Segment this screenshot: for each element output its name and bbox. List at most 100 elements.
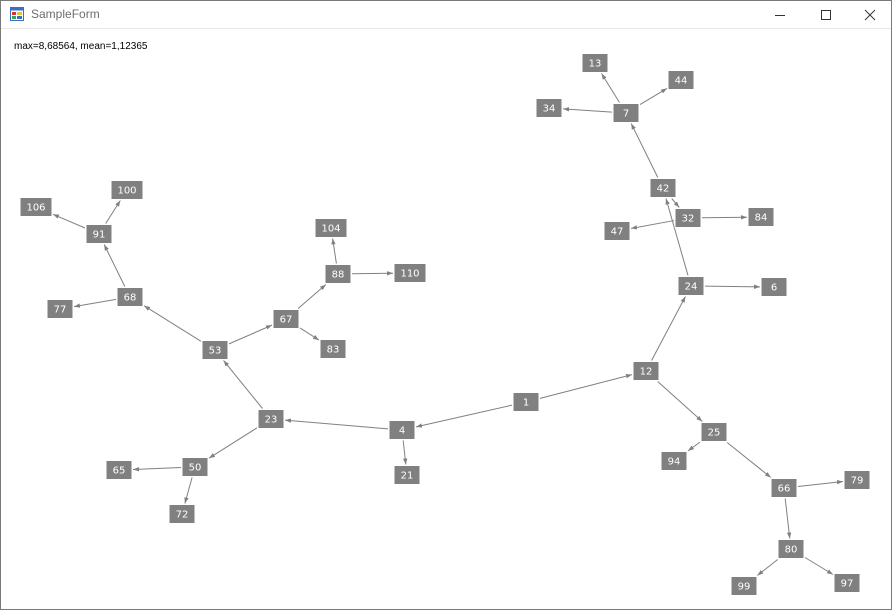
graph-node-77[interactable]: 77 [46, 299, 74, 319]
graph-node-box [393, 465, 421, 485]
edge-42-32 [671, 198, 680, 208]
minimize-icon [775, 14, 785, 16]
title-bar[interactable]: SampleForm [1, 1, 891, 29]
graph-node-box [319, 339, 347, 359]
edge-53-67 [228, 324, 273, 345]
graph-node-label: 47 [611, 227, 624, 238]
graph-node-label: 32 [682, 214, 695, 225]
graph-node-box [168, 504, 196, 524]
graph-node-box [700, 422, 728, 442]
edge-50-65 [132, 467, 182, 472]
minimize-button[interactable] [757, 1, 803, 28]
graph-node-1[interactable]: 1 [512, 392, 540, 412]
edge-91-106 [52, 213, 86, 229]
graph-canvas: 1 4 12 23 21 24 25 53 50 42 6 94 66 67 68 65 72 7 32 79 80 88… [19, 53, 871, 596]
edge-53-68 [143, 305, 202, 342]
graph-node-box [85, 224, 113, 244]
graph-node-label: 72 [176, 510, 189, 521]
maximize-button[interactable] [803, 1, 849, 28]
graph-node-box [649, 178, 677, 198]
graph-node-79[interactable]: 79 [843, 470, 871, 490]
graph-node-box [612, 103, 640, 123]
graph-node-65[interactable]: 65 [105, 460, 133, 480]
graph-node-42[interactable]: 42 [649, 178, 677, 198]
graph-node-99[interactable]: 99 [730, 576, 758, 596]
graph-node-box [760, 277, 788, 297]
graph-node-label: 91 [93, 230, 106, 241]
graph-node-box [677, 276, 705, 296]
edge-7-34 [562, 107, 613, 113]
edge-42-7 [630, 123, 659, 178]
edge-67-88 [297, 284, 327, 309]
graph-node-label: 6 [771, 283, 777, 294]
graph-node-104[interactable]: 104 [314, 218, 348, 238]
stats-label: max=8,68564, mean=1,12365 [14, 41, 148, 52]
edge-1-12 [539, 373, 633, 399]
graph-node-label: 99 [738, 582, 751, 593]
graph-node-label: 53 [209, 346, 222, 357]
graph-node-80[interactable]: 80 [777, 539, 805, 559]
graph-node-label: 34 [543, 104, 556, 115]
graph-node-label: 88 [332, 270, 345, 281]
graph-node-72[interactable]: 72 [168, 504, 196, 524]
graph-node-label: 94 [668, 457, 681, 468]
graph-node-32[interactable]: 32 [674, 208, 702, 228]
edge-88-104 [331, 238, 337, 264]
graph-node-67[interactable]: 67 [272, 309, 300, 329]
graph-node-97[interactable]: 97 [833, 573, 861, 593]
graph-node-label: 4 [399, 426, 405, 437]
graph-node-label: 66 [778, 484, 791, 495]
graph-node-66[interactable]: 66 [770, 478, 798, 498]
graph-node-box [843, 470, 871, 490]
graph-node-box [535, 98, 563, 118]
graph-node-box [19, 197, 53, 217]
edge-91-100 [105, 200, 121, 224]
graph-node-24[interactable]: 24 [677, 276, 705, 296]
edge-25-66 [726, 442, 772, 478]
graph-node-label: 77 [54, 305, 67, 316]
graph-node-label: 50 [189, 463, 202, 474]
maximize-icon [821, 9, 831, 20]
graph-node-4[interactable]: 4 [388, 420, 416, 440]
graph-node-50[interactable]: 50 [181, 457, 209, 477]
graph-node-box [393, 263, 427, 283]
close-button[interactable] [847, 1, 892, 28]
graph-node-83[interactable]: 83 [319, 339, 347, 359]
graph-node-label: 83 [327, 345, 340, 356]
graph-node-12[interactable]: 12 [632, 361, 660, 381]
graph-node-106[interactable]: 106 [19, 197, 53, 217]
graph-node-21[interactable]: 21 [393, 465, 421, 485]
graph-node-94[interactable]: 94 [660, 451, 688, 471]
graph-node-box [674, 208, 702, 228]
graph-node-53[interactable]: 53 [201, 340, 229, 360]
graph-node-7[interactable]: 7 [612, 103, 640, 123]
graph-node-box [110, 180, 144, 200]
graph-node-23[interactable]: 23 [257, 409, 285, 429]
graph-node-100[interactable]: 100 [110, 180, 144, 200]
graph-node-13[interactable]: 13 [581, 53, 609, 73]
graph-node-68[interactable]: 68 [116, 287, 144, 307]
graph-node-box [747, 207, 775, 227]
edge-7-44 [639, 87, 668, 106]
graph-node-91[interactable]: 91 [85, 224, 113, 244]
graph-node-box [660, 451, 688, 471]
nodes-layer: 1 4 12 23 21 24 25 53 50 42 6 94 66 67 68 65 72 7 32 79 80 88… [19, 53, 871, 596]
graph-node-label: 97 [841, 579, 854, 590]
graph-node-110[interactable]: 110 [393, 263, 427, 283]
graph-node-label: 65 [113, 466, 126, 477]
graph-node-label: 106 [26, 203, 45, 214]
graph-node-6[interactable]: 6 [760, 277, 788, 297]
graph-node-box [777, 539, 805, 559]
edge-80-99 [757, 559, 778, 576]
graph-node-box [46, 299, 74, 319]
graph-node-34[interactable]: 34 [535, 98, 563, 118]
edge-66-79 [797, 480, 844, 487]
graph-node-47[interactable]: 47 [603, 221, 631, 241]
graph-node-88[interactable]: 88 [324, 264, 352, 284]
edge-68-91 [103, 244, 126, 287]
graph-node-label: 13 [589, 59, 602, 70]
graph-node-84[interactable]: 84 [747, 207, 775, 227]
edge-68-77 [73, 298, 117, 308]
graph-node-44[interactable]: 44 [667, 70, 695, 90]
graph-node-25[interactable]: 25 [700, 422, 728, 442]
